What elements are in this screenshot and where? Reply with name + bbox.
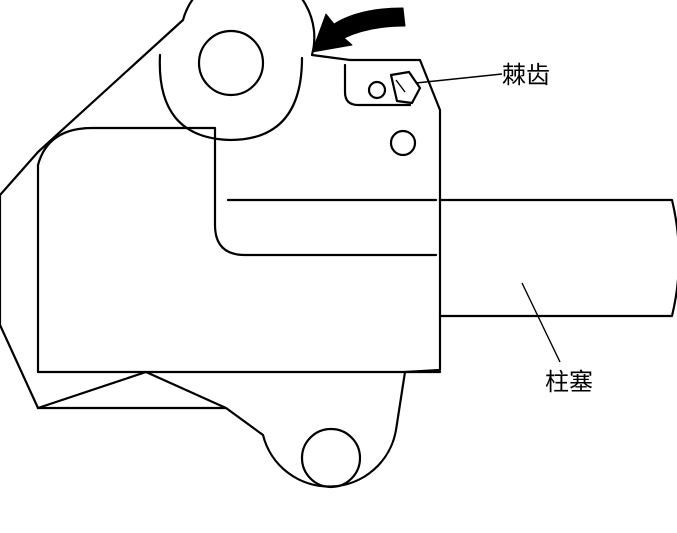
upper-mounting-eye — [158, 29, 304, 142]
plunger-leader-line — [521, 282, 561, 363]
lower-mounting-eye — [300, 427, 362, 489]
plunger — [438, 198, 677, 318]
pin-hole — [389, 129, 417, 157]
rotation-arrow-icon — [311, 7, 406, 53]
ratchet-tooth — [367, 70, 422, 105]
ratchet-label: 棘齿 — [502, 61, 550, 89]
tensioner-housing — [0, 0, 442, 488]
ratchet-leader-line — [415, 73, 503, 84]
plunger-label: 柱塞 — [545, 368, 593, 396]
